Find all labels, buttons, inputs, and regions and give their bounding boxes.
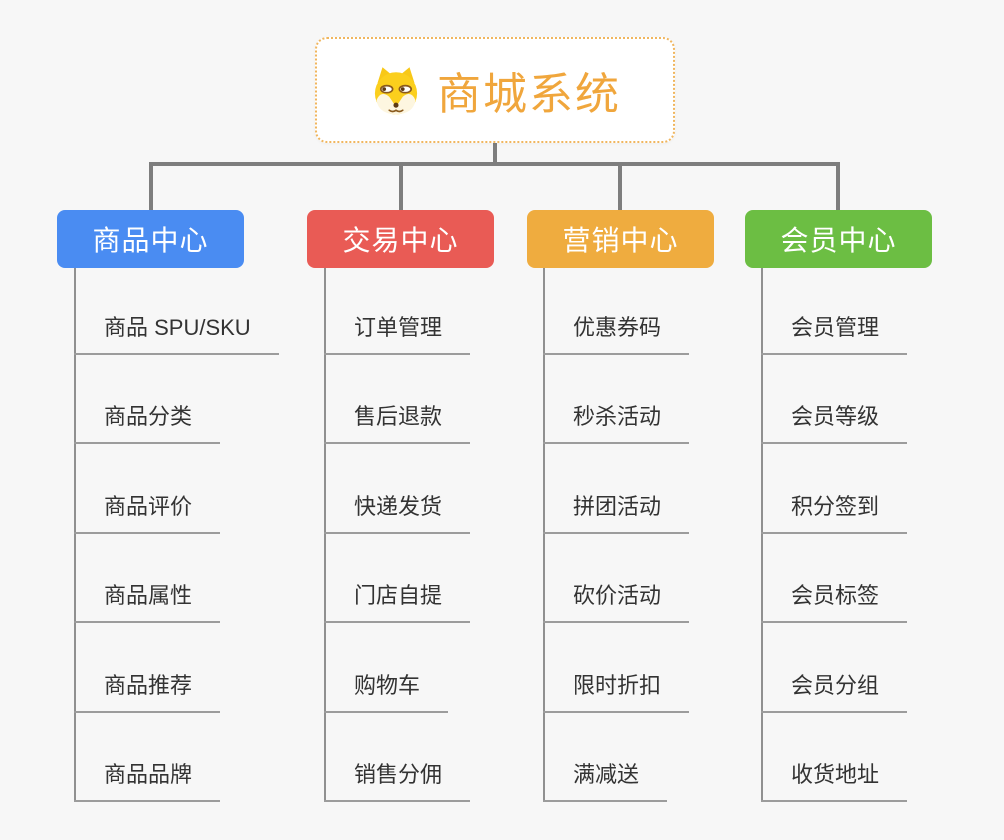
child-node[interactable]: 商品评价 bbox=[74, 492, 221, 534]
child-node[interactable]: 砍价活动 bbox=[543, 581, 690, 623]
child-node[interactable]: 会员管理 bbox=[761, 313, 908, 355]
branch-node-label: 交易中心 bbox=[342, 225, 459, 256]
trunk-line bbox=[74, 268, 76, 802]
child-node[interactable]: 快递发货 bbox=[324, 492, 471, 534]
trunk-line bbox=[761, 268, 763, 802]
branch-drop-line bbox=[149, 162, 153, 210]
branch-drop-line bbox=[836, 162, 840, 210]
child-node[interactable]: 售后退款 bbox=[324, 402, 471, 444]
child-node[interactable]: 拼团活动 bbox=[543, 492, 690, 534]
branch-node-label: 会员中心 bbox=[780, 225, 897, 256]
root-node[interactable]: 商城系统 bbox=[315, 37, 675, 143]
child-node[interactable]: 商品推荐 bbox=[74, 671, 221, 713]
child-node[interactable]: 商品品牌 bbox=[74, 760, 221, 802]
child-node[interactable]: 秒杀活动 bbox=[543, 402, 690, 444]
child-node[interactable]: 会员等级 bbox=[761, 402, 908, 444]
branch-drop-line bbox=[399, 162, 403, 210]
branch-node-label: 营销中心 bbox=[562, 225, 679, 256]
child-node[interactable]: 会员标签 bbox=[761, 581, 908, 623]
branch-node-product[interactable]: 商品中心 bbox=[57, 210, 244, 268]
child-node[interactable]: 收货地址 bbox=[761, 760, 908, 802]
child-node[interactable]: 限时折扣 bbox=[543, 671, 690, 713]
child-node[interactable]: 销售分佣 bbox=[324, 760, 471, 802]
root-node-label: 商城系统 bbox=[437, 70, 621, 119]
root-connector-line bbox=[493, 140, 497, 164]
child-node[interactable]: 满减送 bbox=[543, 760, 668, 802]
child-node[interactable]: 商品分类 bbox=[74, 402, 221, 444]
trunk-line bbox=[543, 268, 545, 802]
child-node[interactable]: 门店自提 bbox=[324, 581, 471, 623]
child-node[interactable]: 会员分组 bbox=[761, 671, 908, 713]
dog-face-icon bbox=[374, 67, 418, 115]
trunk-line bbox=[324, 268, 326, 802]
child-node[interactable]: 商品 SPU/SKU bbox=[74, 313, 279, 355]
branch-drop-line bbox=[618, 162, 622, 210]
branch-node-label: 商品中心 bbox=[92, 225, 209, 256]
child-node[interactable]: 商品属性 bbox=[74, 581, 221, 623]
child-node[interactable]: 购物车 bbox=[324, 671, 449, 713]
child-node[interactable]: 订单管理 bbox=[324, 313, 471, 355]
child-node[interactable]: 积分签到 bbox=[761, 492, 908, 534]
child-node[interactable]: 优惠券码 bbox=[543, 313, 690, 355]
branch-node-marketing[interactable]: 营销中心 bbox=[527, 210, 714, 268]
branch-node-member[interactable]: 会员中心 bbox=[745, 210, 932, 268]
branch-connector-line bbox=[149, 162, 840, 166]
branch-node-trade[interactable]: 交易中心 bbox=[307, 210, 494, 268]
